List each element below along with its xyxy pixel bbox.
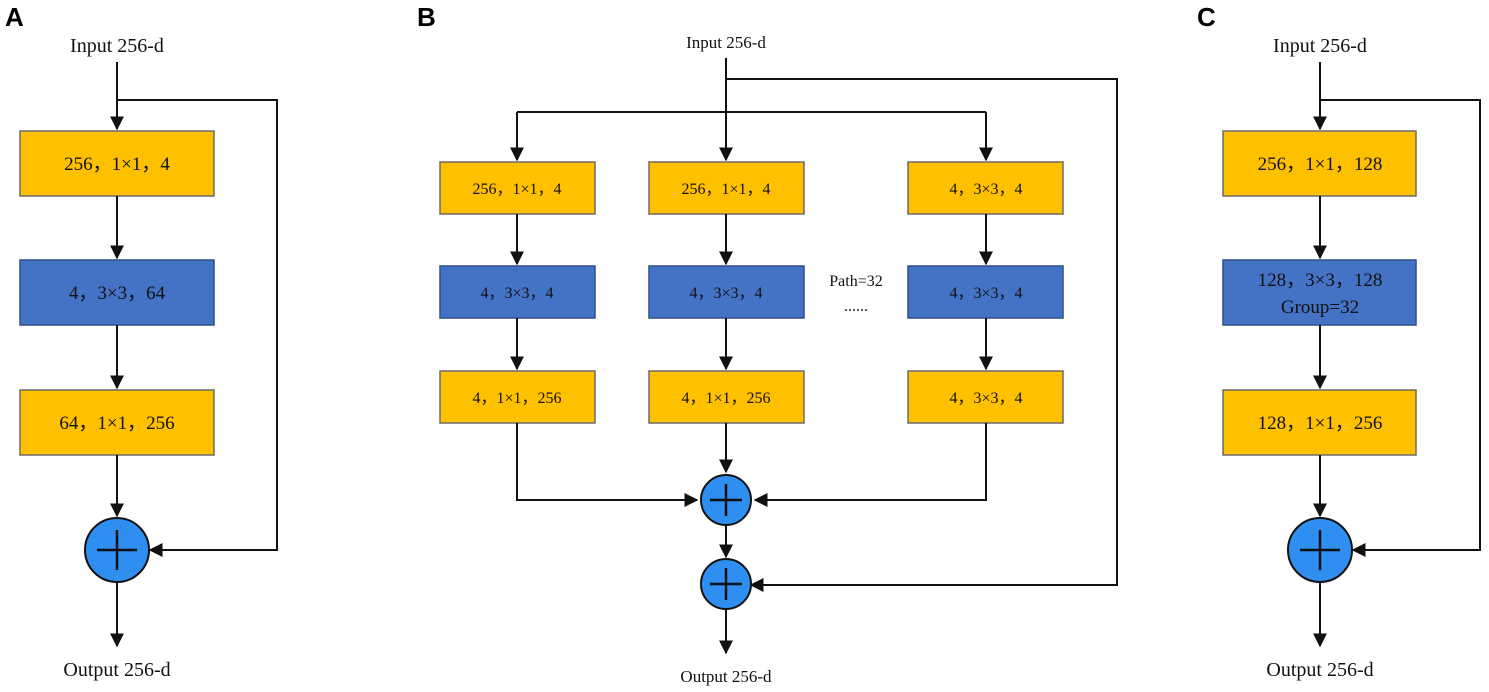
panel-b-skip-connection [726, 78, 1118, 592]
panel-a-box-3: 64，1×1，256 [19, 389, 215, 456]
panel-c-box-2-label: 128，3×3，128 [1258, 270, 1383, 291]
panel-b-output-label: Output 256-d [680, 667, 772, 686]
panel-b-col3-box-3-label: 4，3×3，4 [949, 390, 1022, 407]
panel-b-path-note: Path=32 [829, 273, 882, 290]
panel-c-box-3-label: 128，1×1，256 [1258, 413, 1383, 434]
panel-c-box-1-label: 256，1×1，128 [1258, 154, 1383, 175]
panel-a-box-3-label: 64，1×1，256 [59, 413, 174, 434]
panel-a-box-2-label: 4，3×3，64 [69, 283, 166, 304]
panel-c-skip-connection [1320, 99, 1481, 557]
panel-c-input-label: Input 256-d [1273, 35, 1367, 57]
panel-a: A Input 256-d 256，1×1，4 4，3×3，64 64，1×1，… [5, 2, 278, 681]
panel-a-skip-connection [117, 99, 278, 557]
circle-plus-icon [700, 558, 752, 610]
panel-a-label: A [5, 2, 24, 32]
circle-plus-icon [700, 474, 752, 526]
panel-b-col2-box-2-label: 4，3×3，4 [689, 285, 762, 302]
panel-a-box-1-label: 256，1×1，4 [64, 154, 170, 175]
circle-plus-icon [1287, 517, 1353, 583]
panel-c-label: C [1197, 2, 1216, 32]
panel-b-ellipsis: ...... [844, 298, 868, 315]
panel-b-col3-box-2-label: 4，3×3，4 [949, 285, 1022, 302]
panel-a-box-2: 4，3×3，64 [19, 259, 215, 326]
panel-b-col1-box-1-label: 256，1×1，4 [472, 181, 561, 198]
panel-b-col1-box-2-label: 4，3×3，4 [480, 285, 553, 302]
panel-c: C Input 256-d 256，1×1，128 128，3×3，128 Gr… [1197, 2, 1481, 681]
panel-b-label: B [417, 2, 436, 32]
panel-b-col1-box-3-label: 4，1×1，256 [472, 390, 561, 407]
panel-c-box-1: 256，1×1，128 [1222, 130, 1417, 197]
panel-a-output-label: Output 256-d [63, 659, 170, 681]
panel-b-col3: 4，3×3，4 4，3×3，4 4，3×3，4 [753, 161, 1064, 507]
panel-c-box-2: 128，3×3，128 Group=32 [1222, 259, 1417, 326]
panel-b-col1: 256，1×1，4 4，3×3，4 4，1×1，256 [439, 161, 699, 507]
panel-b-col3-box-1-label: 4，3×3，4 [949, 181, 1022, 198]
panel-b-col2-box-3-label: 4，1×1，256 [681, 390, 770, 407]
panel-b-col2: 256，1×1，4 4，3×3，4 4，1×1，256 [648, 161, 805, 474]
panel-a-input-label: Input 256-d [70, 35, 164, 57]
panel-c-group-note: Group=32 [1281, 297, 1359, 318]
panel-b-col2-box-1-label: 256，1×1，4 [681, 181, 770, 198]
panel-c-output-label: Output 256-d [1266, 659, 1373, 681]
circle-plus-icon [84, 517, 150, 583]
panel-b-input-label: Input 256-d [686, 33, 766, 52]
panel-c-box-3: 128，1×1，256 [1222, 389, 1417, 456]
panel-a-box-1: 256，1×1，4 [19, 130, 215, 197]
panel-b: B Input 256-d 256，1×1，4 4，3×3，4 4，1×1，25… [417, 2, 1118, 686]
